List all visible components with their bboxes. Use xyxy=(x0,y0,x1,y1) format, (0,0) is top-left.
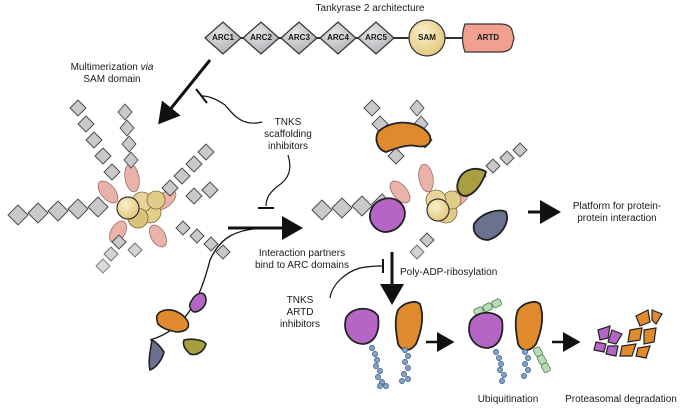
ubiquitination-label: Ubiquitination xyxy=(478,394,539,405)
artd-inhibition-line xyxy=(329,265,383,299)
svg-text:scaffolding: scaffolding xyxy=(264,129,312,140)
arc3-domain: ARC3 xyxy=(280,21,318,55)
svg-text:ARTD: ARTD xyxy=(286,307,313,318)
par-chain-ub-left xyxy=(493,349,507,384)
sam-domain: SAM xyxy=(408,19,446,57)
tnks-multimer-left xyxy=(7,99,231,274)
svg-text:TNKS: TNKS xyxy=(275,117,302,128)
artd-inhibitor-label: TNKS ARTD inhibitors xyxy=(280,295,320,330)
arc5-domain: ARC5 xyxy=(357,21,395,55)
arc4-domain: ARC4 xyxy=(319,21,357,55)
bound-partner-purple xyxy=(369,197,406,233)
parylation-label: Poly-ADP-ribosylation xyxy=(400,267,497,278)
tnks-multimer-right xyxy=(311,99,528,260)
multimerization-arrow xyxy=(158,59,212,125)
scaffold-inhibition-line-upper xyxy=(201,95,263,124)
free-partner-proteins xyxy=(148,292,207,372)
degraded-purple xyxy=(593,325,623,357)
arc1-domain: ARC1 xyxy=(204,21,242,55)
svg-text:ARC2: ARC2 xyxy=(250,33,272,42)
svg-text:ARTD: ARTD xyxy=(477,33,499,42)
svg-text:protein interaction: protein interaction xyxy=(577,213,657,224)
parylated-purple xyxy=(344,307,380,345)
bound-partner-olive xyxy=(456,167,488,197)
svg-text:ARC5: ARC5 xyxy=(365,33,387,42)
svg-text:Interaction partners: Interaction partners xyxy=(259,248,345,259)
svg-text:Multimerization via: Multimerization via xyxy=(71,62,154,73)
partners-label: Interaction partners bind to ARC domains xyxy=(255,248,349,271)
scaffold-inhibitor-label: TNKS scaffolding inhibitors xyxy=(264,117,312,152)
free-partner-orange xyxy=(155,309,190,333)
ub-purple xyxy=(468,311,504,349)
free-partner-olive xyxy=(182,338,207,356)
scaffold-inhibition-bar-upper xyxy=(195,88,208,104)
svg-text:ARC1: ARC1 xyxy=(212,33,234,42)
arc2-domain: ARC2 xyxy=(242,21,280,55)
svg-text:inhibitors: inhibitors xyxy=(268,141,308,152)
svg-text:bind to ARC domains: bind to ARC domains xyxy=(255,260,349,271)
free-partner-purple xyxy=(189,292,207,313)
svg-text:TNKS: TNKS xyxy=(287,295,314,306)
ub-orange xyxy=(514,301,543,351)
parylated-orange xyxy=(394,301,423,351)
architecture-title: Tankyrase 2 architecture xyxy=(316,3,425,14)
parylated-partners xyxy=(344,301,423,389)
par-chain-ub-right xyxy=(521,349,531,379)
svg-text:ARC3: ARC3 xyxy=(288,33,310,42)
ubiquitinated-partners xyxy=(468,298,551,384)
bound-partner-slate xyxy=(472,209,508,241)
platform-label: Platform for protein- protein interactio… xyxy=(573,201,661,224)
degradation-label: Proteasomal degradation xyxy=(565,394,677,405)
svg-text:Platform for protein-: Platform for protein- xyxy=(573,201,661,212)
multimerization-label: Multimerization via SAM domain xyxy=(71,62,154,85)
degraded-orange xyxy=(619,309,663,359)
domain-architecture: ARC1 ARC2 ARC3 ARC4 ARC5 SAM ARTD xyxy=(204,19,515,57)
par-chain-left xyxy=(369,345,389,389)
par-chain-right xyxy=(399,347,411,384)
svg-text:SAM: SAM xyxy=(418,33,436,42)
svg-text:inhibitors: inhibitors xyxy=(280,319,320,330)
scaffold-inhibition-line-lower xyxy=(265,154,291,207)
artd-domain: ARTD xyxy=(461,23,515,53)
free-partner-slate xyxy=(148,338,165,372)
svg-text:SAM domain: SAM domain xyxy=(83,74,140,85)
degraded-fragments xyxy=(593,309,663,359)
bound-partner-orange xyxy=(375,121,432,153)
svg-text:ARC4: ARC4 xyxy=(327,33,349,42)
ubiquitin-chain-right xyxy=(532,346,551,373)
